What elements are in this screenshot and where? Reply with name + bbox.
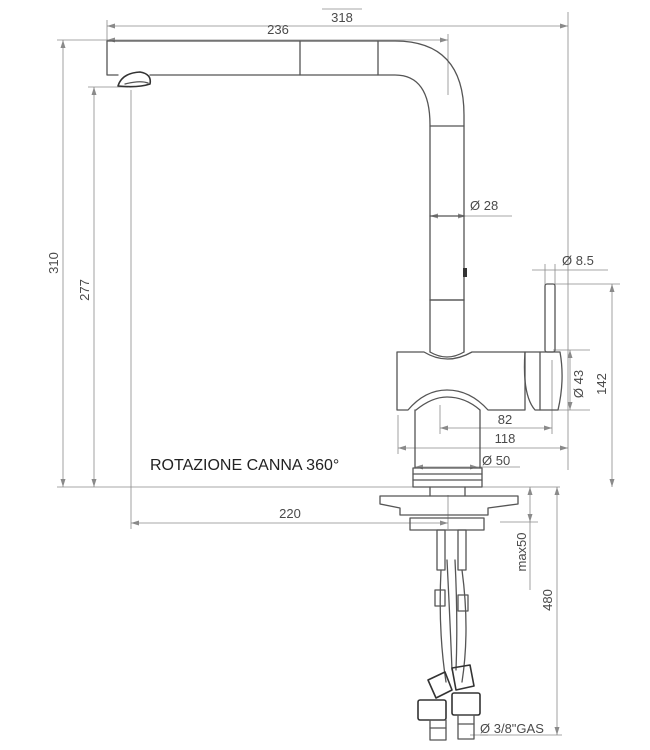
label-d43: Ø 43 [571,370,586,398]
base-collar [412,409,483,488]
spout [106,40,467,301]
label-d28: Ø 28 [470,198,498,213]
dim-body-height: 142 [552,283,620,487]
dim-body-diameter: Ø 43 [553,349,590,411]
dim-body-reach: 118 [397,415,568,454]
label-142: 142 [594,373,609,395]
mixer-body [396,351,526,411]
label-118: 118 [495,431,516,446]
lever-handle [523,283,563,411]
dim-spout-length: 236 [107,22,449,95]
label-max50: max50 [514,532,529,571]
spout-button [463,268,467,277]
dim-deck-thickness: max50 [500,487,538,590]
dim-overall-length: 318 [106,8,569,470]
label-220: 220 [279,506,301,521]
label-d50: Ø 50 [482,453,510,468]
aerator [117,71,152,88]
label-310: 310 [46,252,61,274]
dim-lever-reach: 82 [439,360,553,434]
rotation-caption: ROTAZIONE CANNA 360° [150,457,339,474]
dim-connection: Ø 3/8"GAS [470,721,544,736]
hoses [434,529,469,683]
label-82: 82 [498,412,512,427]
dim-base-diameter: Ø 50 [415,453,520,470]
hose-connectors [417,664,481,741]
label-318: 318 [331,10,353,25]
label-236: 236 [267,22,289,37]
label-277: 277 [77,279,92,301]
dim-spout-height: 277 [77,86,128,487]
label-480: 480 [540,589,555,611]
label-d8-5: Ø 8.5 [562,253,594,268]
spout-neck [429,299,465,353]
dim-hose-length: 480 [480,487,562,736]
mounting-plate [379,486,519,531]
dim-spout-reach: 220 [130,90,449,529]
dim-lever-diameter: Ø 8.5 [532,253,608,285]
dim-total-height: 310 [46,39,560,488]
label-connection: Ø 3/8"GAS [480,721,544,736]
